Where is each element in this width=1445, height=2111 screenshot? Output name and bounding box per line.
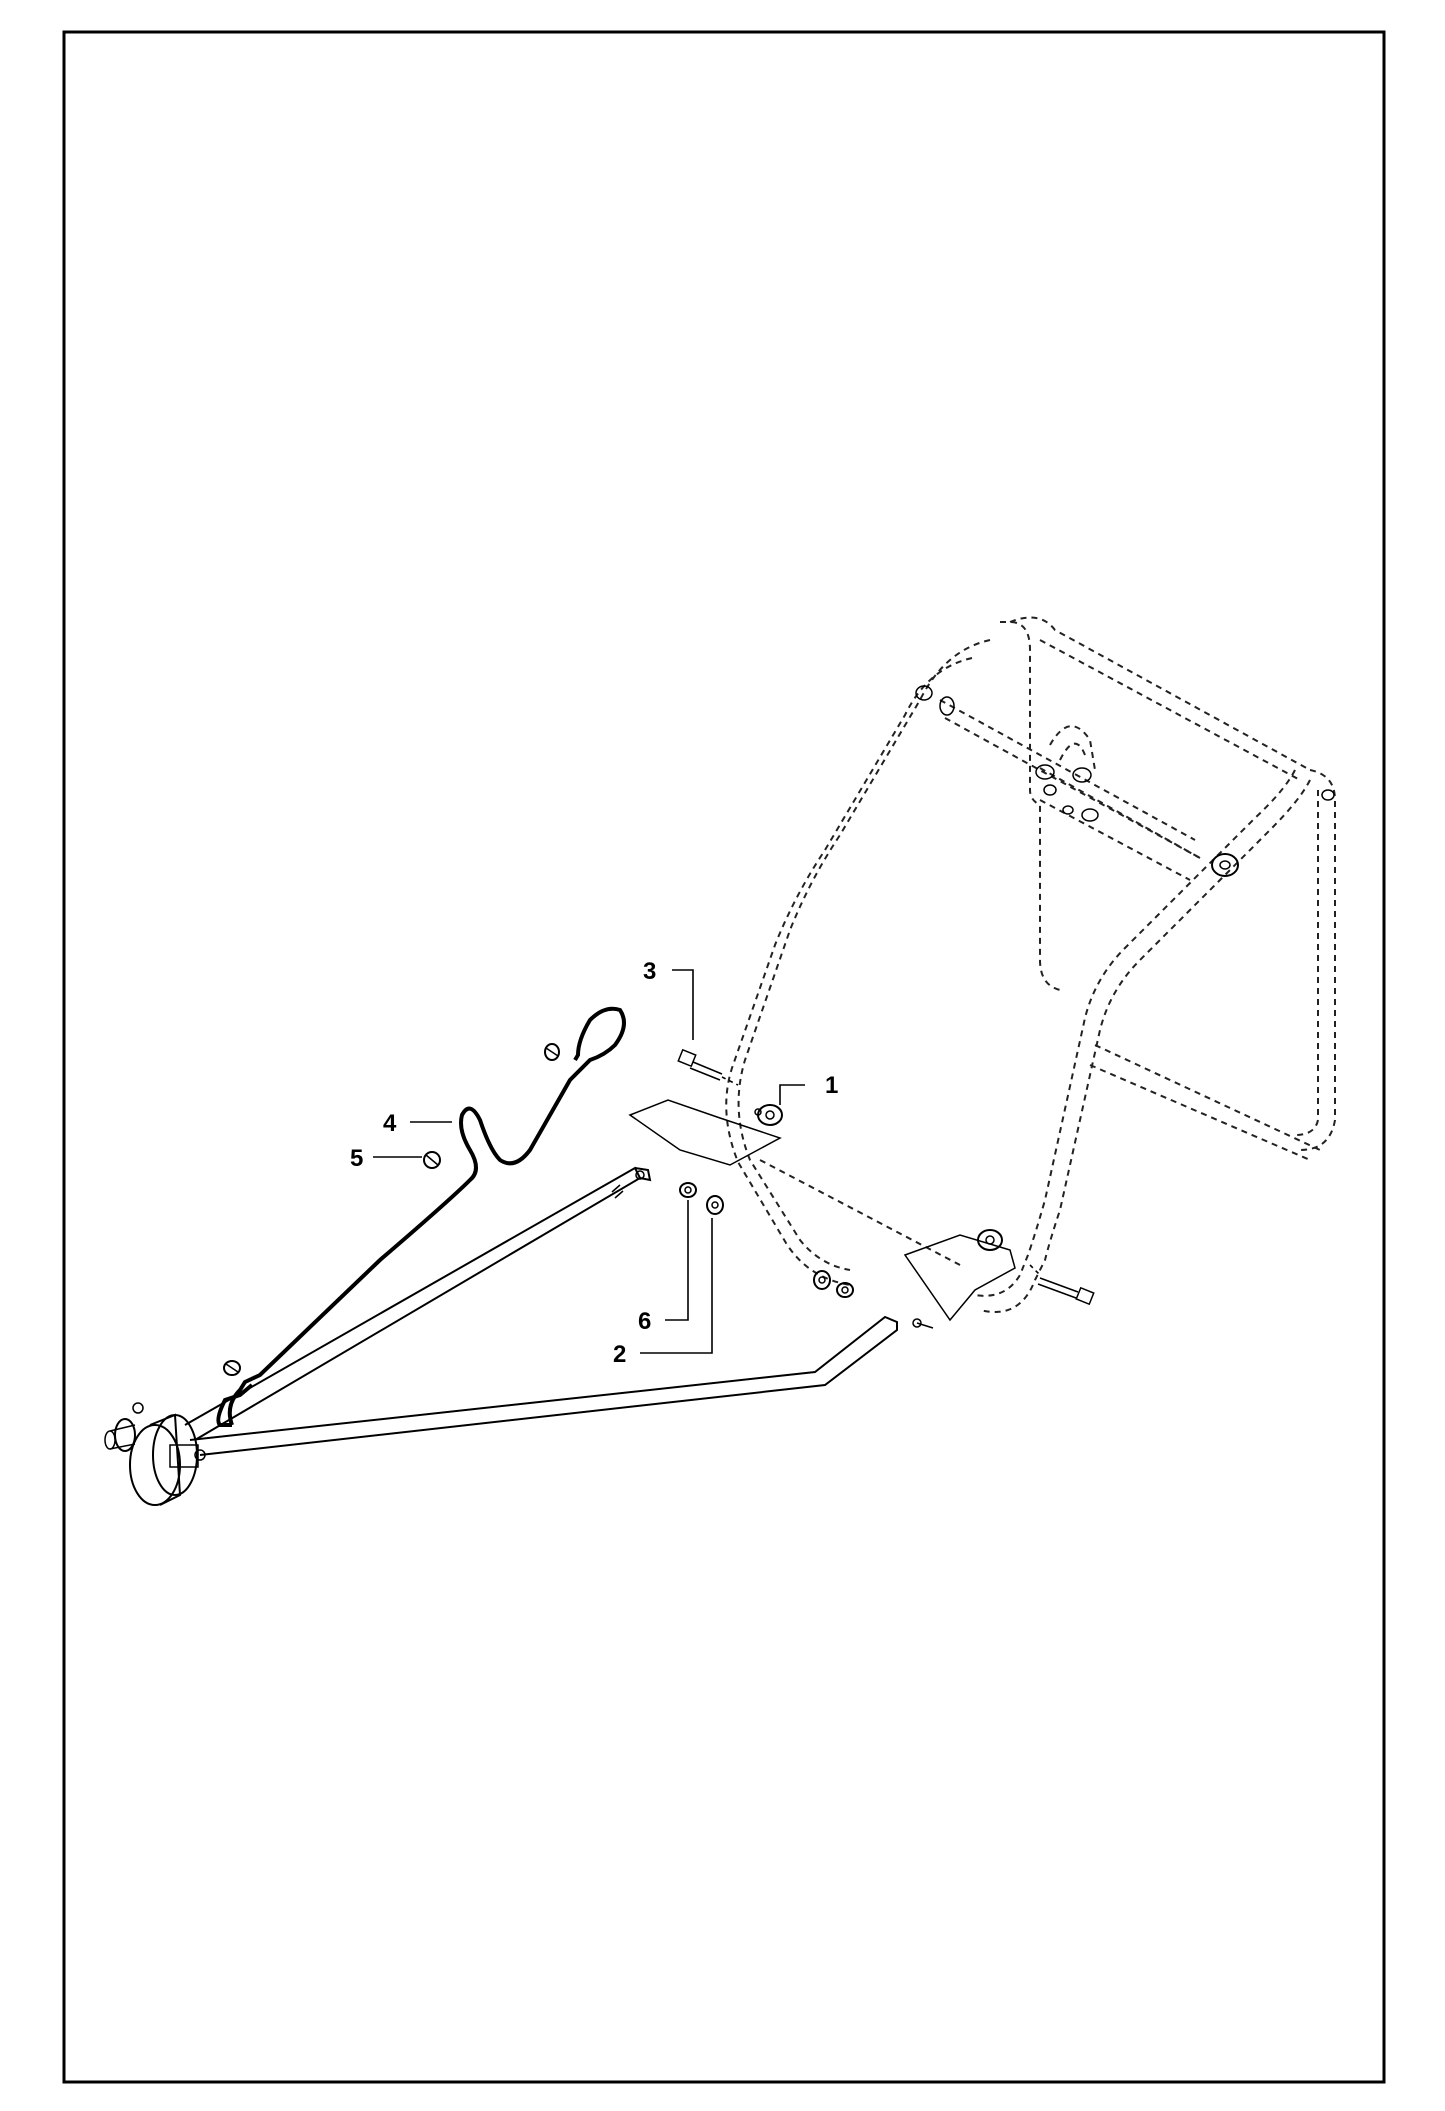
washer-part-6 <box>679 1182 697 1198</box>
handle-frame-outline <box>725 616 1336 1313</box>
callout-number: 6 <box>638 1308 651 1335</box>
callout-4: 4 <box>383 1110 452 1137</box>
callout-5: 5 <box>350 1145 422 1172</box>
callout-3: 3 <box>643 958 694 1040</box>
callout-number: 4 <box>383 1110 397 1137</box>
washer-nut-lower <box>813 1270 854 1298</box>
callout-number: 1 <box>825 1072 838 1099</box>
bolt-right <box>1029 1264 1095 1306</box>
wheel <box>104 1402 206 1506</box>
nut-part-2 <box>706 1195 724 1215</box>
mounting-plate-left <box>628 1099 782 1166</box>
page-border <box>62 30 1386 2084</box>
callout-6: 6 <box>638 1200 689 1335</box>
clip-lower <box>223 1360 241 1376</box>
mounting-plate-right <box>903 1234 1016 1322</box>
tow-bar-frame <box>184 1166 934 1456</box>
bushing-right <box>977 1229 1003 1251</box>
callout-2: 2 <box>613 1218 713 1368</box>
clip-part-5 <box>423 1151 441 1169</box>
bolt-part-3 <box>677 1048 739 1086</box>
clip-upper <box>544 1043 560 1061</box>
callout-1: 1 <box>779 1072 838 1105</box>
spring-pin-part-4 <box>216 1006 626 1427</box>
bushing-part-1 <box>754 1104 783 1126</box>
frame-clamp-bolts <box>915 685 1335 877</box>
callout-number: 3 <box>643 958 656 985</box>
callout-number: 5 <box>350 1145 363 1172</box>
callout-number: 2 <box>613 1341 626 1368</box>
